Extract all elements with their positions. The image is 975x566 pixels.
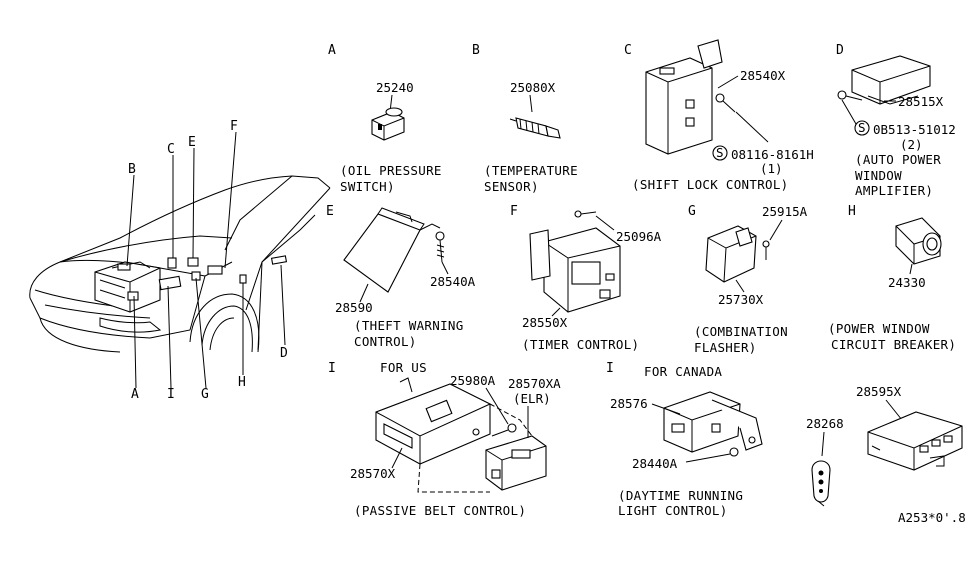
remote-key-fob-icon bbox=[811, 460, 831, 507]
note-for-canada: FOR CANADA bbox=[644, 364, 722, 379]
oil-pressure-switch-icon bbox=[371, 107, 405, 141]
footer-code: A253*0'.8 bbox=[898, 510, 966, 525]
vehicle-label-E: E bbox=[188, 135, 196, 150]
vehicle-label-I: I bbox=[167, 387, 175, 402]
caption-D-line3: AMPLIFIER) bbox=[855, 183, 933, 198]
section-F-timer-control: F 25096A 28550X (TIMER CONTROL) bbox=[510, 204, 662, 352]
part-number-25915A: 25915A bbox=[762, 204, 808, 219]
screw-icon bbox=[715, 93, 736, 113]
section-letter-C: C bbox=[624, 43, 632, 58]
section-letter-G: G bbox=[688, 204, 696, 219]
section-letter-H: H bbox=[848, 204, 856, 219]
part-number-28595X: 28595X bbox=[856, 384, 902, 399]
caption-E-line1: (THEFT WARNING bbox=[354, 318, 464, 333]
control-module-icon bbox=[867, 411, 963, 471]
section-letter-I-canada: I bbox=[606, 361, 614, 376]
part-number-28440A: 28440A bbox=[632, 456, 678, 471]
vehicle-label-A: A bbox=[131, 387, 139, 402]
caption-H-line1: (POWER WINDOW bbox=[828, 321, 930, 336]
section-B-temperature-sensor: B 25080X (TEMPERATURE SENSOR) bbox=[472, 43, 578, 194]
part-number-28570X: 28570X bbox=[350, 466, 396, 481]
quantity-C: (1) bbox=[760, 161, 783, 176]
circuit-breaker-icon bbox=[895, 217, 942, 265]
vehicle-label-H: H bbox=[238, 375, 246, 390]
part-number-28590: 28590 bbox=[335, 300, 373, 315]
part-number-28550X: 28550X bbox=[522, 315, 568, 330]
vehicle-label-D: D bbox=[280, 346, 288, 361]
shift-lock-control-unit-icon bbox=[645, 39, 723, 155]
part-number-24330: 24330 bbox=[888, 275, 926, 290]
caption-E-line2: CONTROL) bbox=[354, 334, 417, 349]
daytime-running-light-unit-icon bbox=[663, 391, 763, 457]
caption-G-line1: (COMBINATION bbox=[694, 324, 788, 339]
part-number-0B513-51012: 0B513-51012 bbox=[873, 122, 956, 137]
screw-symbol-C: S bbox=[716, 145, 724, 160]
section-I-daytime-running-light-control: I FOR CANADA 28576 28440A (DAYTIME RUNNI… bbox=[606, 361, 763, 518]
section-letter-F: F bbox=[510, 204, 518, 219]
vehicle-label-F: F bbox=[230, 119, 238, 134]
section-C-shift-lock-control: C 28540X S 08116-8161H (1) (SHIFT LOCK C… bbox=[624, 39, 814, 192]
passive-belt-control-unit-icon bbox=[375, 377, 517, 465]
caption-F: (TIMER CONTROL) bbox=[522, 337, 639, 352]
section-letter-A: A bbox=[328, 43, 336, 58]
section-A-oil-pressure-switch: A 25240 (OIL PRESSURE SWITCH) bbox=[328, 43, 442, 194]
vehicle-label-C: C bbox=[167, 142, 175, 157]
part-number-28268: 28268 bbox=[806, 416, 844, 431]
screw-symbol-icon bbox=[854, 120, 870, 136]
caption-D-line2: WINDOW bbox=[855, 168, 902, 183]
caption-I-us: (PASSIVE BELT CONTROL) bbox=[354, 503, 526, 518]
caption-I-canada-line1: (DAYTIME RUNNING bbox=[618, 488, 743, 503]
section-H-power-window-circuit-breaker: H 24330 (POWER WINDOW CIRCUIT BREAKER) bbox=[828, 204, 956, 352]
part-number-25980A: 25980A bbox=[450, 373, 496, 388]
part-number-08116-8161H: 08116-8161H bbox=[731, 147, 814, 162]
quantity-D: (2) bbox=[900, 137, 923, 152]
temperature-sensor-icon bbox=[509, 117, 561, 139]
part-number-25080X: 25080X bbox=[510, 80, 556, 95]
power-window-amplifier-icon bbox=[837, 55, 931, 105]
part-number-28540A: 28540A bbox=[430, 274, 476, 289]
note-for-us: FOR US bbox=[380, 360, 427, 375]
theft-warning-unit-icon bbox=[343, 207, 445, 293]
section-letter-I-us: I bbox=[328, 361, 336, 376]
part-number-25096A: 25096A bbox=[616, 229, 662, 244]
combination-flasher-icon bbox=[705, 225, 770, 283]
caption-I-canada-line2: LIGHT CONTROL) bbox=[618, 503, 728, 518]
caption-C: (SHIFT LOCK CONTROL) bbox=[632, 177, 789, 192]
caption-A-line1: (OIL PRESSURE bbox=[340, 163, 442, 178]
section-I-passive-belt-control: I FOR US 25980A 28570XA (ELR) 28570X (PA… bbox=[328, 360, 561, 518]
section-E-theft-warning-control: E 28540A 28590 (THEFT WARNING CONTROL) bbox=[326, 204, 476, 349]
caption-B-line1: (TEMPERATURE bbox=[484, 163, 578, 178]
caption-H-line2: CIRCUIT BREAKER) bbox=[831, 337, 956, 352]
part-number-28570XA: 28570XA bbox=[508, 376, 561, 391]
screw-symbol-D: S bbox=[858, 120, 866, 135]
vehicle-label-B: B bbox=[128, 162, 136, 177]
part-number-28576: 28576 bbox=[610, 396, 648, 411]
section-letter-E: E bbox=[326, 204, 334, 219]
part-number-28515X: 28515X bbox=[898, 94, 944, 109]
caption-G-line2: FLASHER) bbox=[694, 340, 757, 355]
part-label-elr: (ELR) bbox=[513, 391, 551, 406]
caption-A-line2: SWITCH) bbox=[340, 179, 395, 194]
section-letter-D: D bbox=[836, 43, 844, 58]
vehicle-label-G: G bbox=[201, 387, 209, 402]
vehicle-illustration: B C E F A I G H D bbox=[29, 119, 331, 402]
timer-control-unit-icon bbox=[529, 210, 621, 313]
screw-symbol-icon bbox=[712, 145, 728, 161]
section-letter-B: B bbox=[472, 43, 480, 58]
part-number-28540X: 28540X bbox=[740, 68, 786, 83]
section-G-combination-flasher: G 25915A 25730X (COMBINATION FLASHER) bbox=[688, 204, 808, 355]
caption-B-line2: SENSOR) bbox=[484, 179, 539, 194]
elr-unit-icon bbox=[485, 435, 547, 491]
section-D-auto-power-window-amplifier: D 28515X S 0B513-51012 (2) (AUTO POWER W… bbox=[836, 43, 956, 198]
part-number-25730X: 25730X bbox=[718, 292, 764, 307]
caption-D-line1: (AUTO POWER bbox=[855, 152, 941, 167]
part-number-25240: 25240 bbox=[376, 80, 414, 95]
extra-parts: 28268 28595X bbox=[806, 384, 963, 507]
